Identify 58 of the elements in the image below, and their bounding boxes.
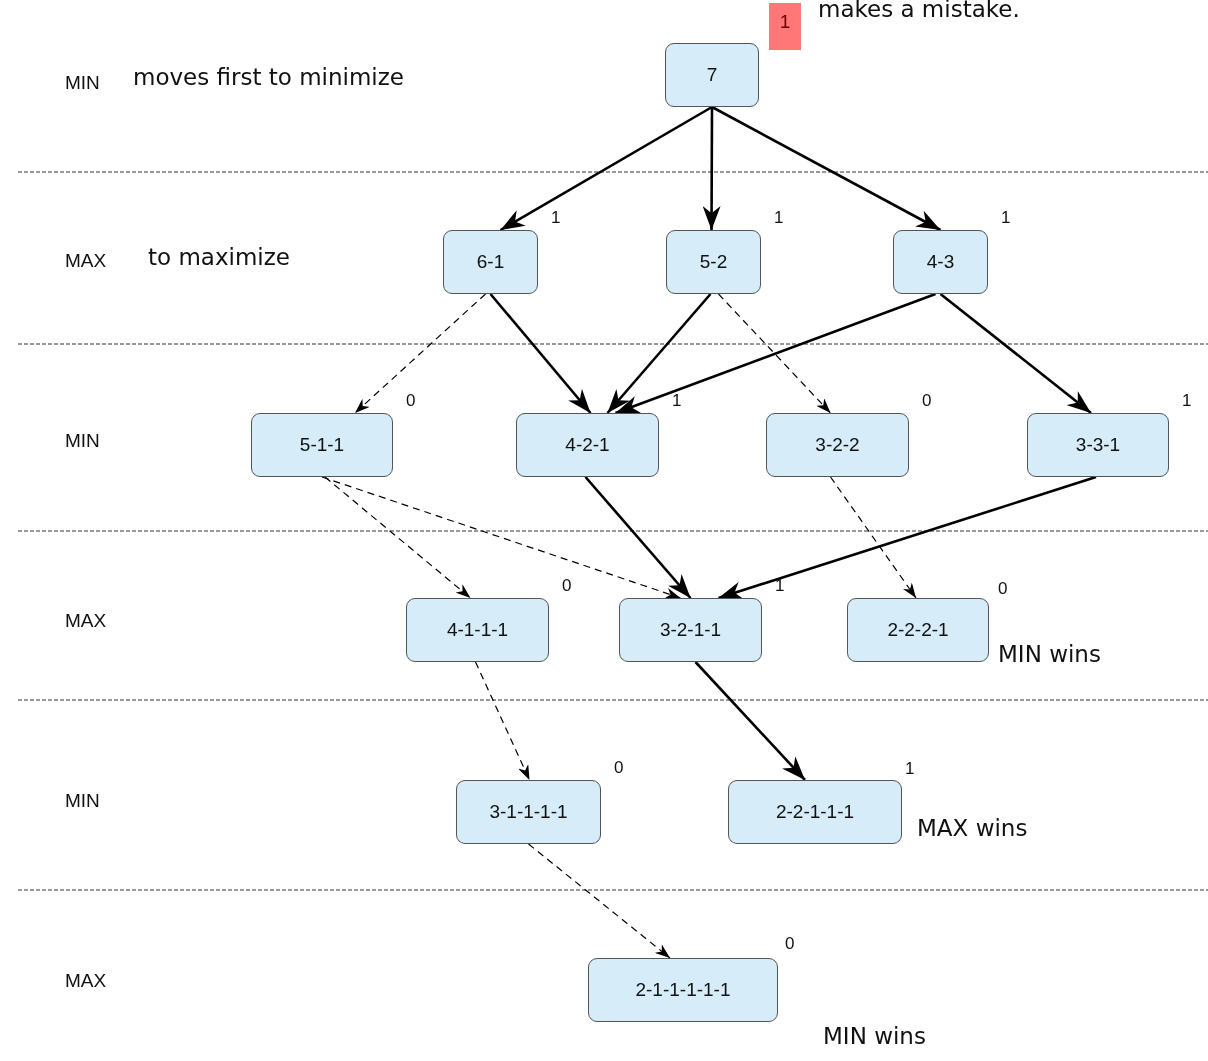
arrow [939,293,1092,414]
arrow [717,293,832,414]
arrow [354,293,487,414]
arrow [829,476,917,599]
value-label: 1 [905,759,915,779]
player-label: MIN [65,790,100,812]
state-label: 4-3 [926,251,955,273]
player-label: MAX [65,610,107,632]
value-label: 0 [998,579,1008,599]
callout-number: 1 [769,3,801,50]
value-label: 0 [614,758,624,778]
player-label: MIN [65,430,100,452]
value-label: 1 [551,208,561,228]
arrow [321,476,682,599]
state-label: 2-1-1-1-1-1 [635,979,731,1001]
player-label: MAX [65,970,107,992]
arrow [474,661,531,781]
state-label: 4-1-1-1 [446,619,509,641]
state-label: 2-2-1-1-1 [775,801,855,823]
state-label: 6-1 [476,251,505,273]
arrow [702,107,721,230]
outcome-label: MIN wins [823,1023,926,1049]
arrow [694,661,806,781]
value-label: 1 [774,208,784,228]
state-label: 5-2 [699,251,728,273]
value-label: 0 [406,391,416,411]
state-label: 5-1-1 [299,434,345,456]
state-label: 7 [706,64,718,86]
note-text: to maximize [148,244,290,270]
value-label: 1 [672,391,682,411]
state-label: 3-2-1-1 [659,619,722,641]
state-label: 3-3-1 [1075,434,1121,456]
state-label: 3-2-2 [815,434,860,456]
arrow [606,293,712,414]
arrow [711,105,942,232]
state-label: 2-2-2-1 [887,619,949,641]
arrow [499,105,713,232]
player-label: MAX [65,250,107,272]
arrow [584,476,692,599]
note-text: makes a mistake. [818,0,1020,22]
arrow [489,293,592,414]
arrow [615,292,936,415]
value-label: 0 [785,934,795,954]
value-label: 1 [1001,208,1011,228]
arrow [324,476,472,599]
arrow [718,475,1097,600]
value-label: 0 [922,391,932,411]
state-box [665,43,759,107]
note-text: moves first to minimize [133,64,404,90]
value-label: 0 [562,576,572,596]
state-label: 4-2-1 [565,434,610,456]
arrow [527,843,671,959]
value-label: 1 [1182,391,1192,411]
outcome-label: MIN wins [998,641,1101,667]
player-label: MIN [65,72,100,94]
value-label: 1 [775,576,785,596]
state-label: 3-1-1-1-1 [489,801,568,823]
outcome-label: MAX wins [917,815,1028,841]
